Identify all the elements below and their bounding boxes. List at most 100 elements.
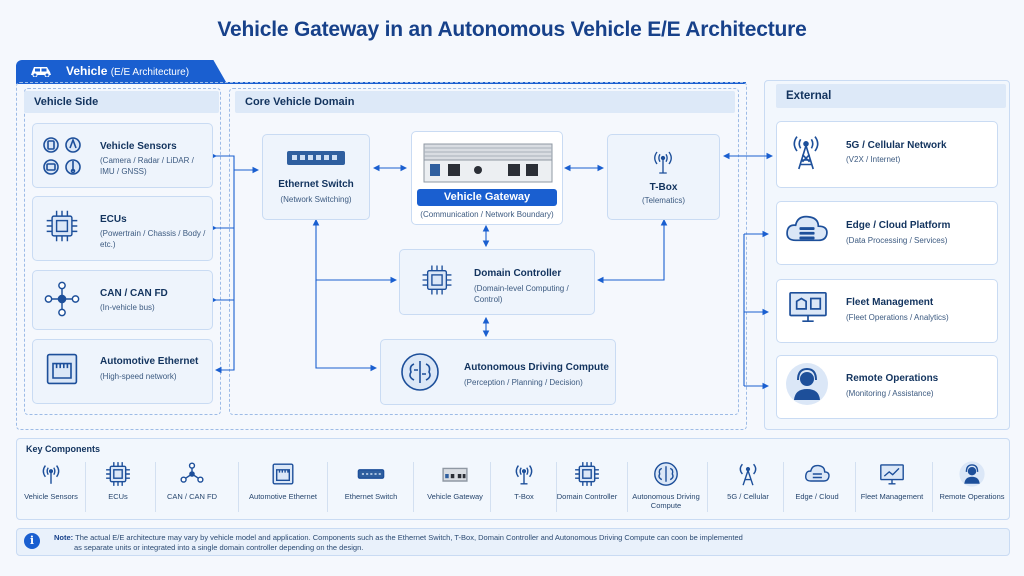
key-component-label: Domain Controller — [556, 492, 618, 501]
chip-icon — [106, 462, 130, 486]
vehicle-side-header: Vehicle Side — [24, 91, 219, 113]
cellular-title: 5G / Cellular Network — [846, 140, 947, 151]
key-component-divider — [413, 462, 414, 512]
gateway-device-icon — [442, 467, 468, 482]
external-header: External — [776, 84, 1006, 108]
key-component-divider — [327, 462, 328, 512]
note-text: Note: The actual E/E architecture may va… — [54, 533, 994, 553]
fleet-title: Fleet Management — [846, 297, 934, 308]
page-title: Vehicle Gateway in an Autonomous Vehicle… — [217, 18, 807, 41]
key-component-label: ECUs — [108, 492, 128, 501]
cellular-sub: (V2X / Internet) — [846, 155, 901, 164]
cloud-sub: (Data Processing / Services) — [846, 236, 948, 245]
gateway-device-icon — [423, 143, 553, 183]
vehicle-gateway-sub: (Communication / Network Boundary) — [420, 210, 554, 219]
tower-icon — [793, 136, 819, 170]
ecus-title: ECUs — [100, 214, 127, 225]
tower-icon — [739, 463, 757, 486]
vehicle-tab: Vehicle (E/E Architecture) — [16, 60, 226, 82]
chip-icon — [422, 265, 452, 295]
bus-icon — [180, 462, 204, 483]
monitor-icon — [880, 464, 904, 485]
antenna-icon — [654, 151, 672, 174]
key-component-divider — [556, 462, 557, 512]
tbox-card[interactable] — [607, 134, 720, 220]
switch-icon — [357, 469, 385, 479]
key-component-label: Vehicle Gateway — [427, 492, 483, 501]
ethernet-switch-sub: (Network Switching) — [280, 195, 352, 204]
key-component-divider — [238, 462, 239, 512]
key-component-label: Vehicle Sensors — [24, 492, 78, 501]
bus-icon — [44, 281, 80, 317]
chip-icon — [46, 210, 78, 242]
remote-ops-sub: (Monitoring / Assistance) — [846, 389, 934, 398]
key-component-divider — [707, 462, 708, 512]
key-component-label: Edge / Cloud — [795, 492, 839, 501]
ecus-sub: (Powertrain / Chassis / Body / etc.) — [100, 229, 206, 249]
ad-compute-title: Autonomous Driving Compute — [464, 362, 609, 373]
ethernet-port-icon — [272, 463, 294, 485]
key-component-divider — [155, 462, 156, 512]
can-sub: (In-vehicle bus) — [100, 303, 155, 312]
key-component-label: Ethernet Switch — [344, 492, 398, 501]
operator-icon — [786, 363, 828, 405]
core-domain-header: Core Vehicle Domain — [235, 91, 735, 113]
key-component-divider — [855, 462, 856, 512]
domain-controller-sub: (Domain-level Computing / Control) — [474, 284, 569, 304]
fleet-sub: (Fleet Operations / Analytics) — [846, 313, 949, 322]
info-icon: i — [24, 533, 40, 549]
vehicle-sensors-sub: (Camera / Radar / LiDAR / IMU / GNSS) — [100, 156, 194, 176]
key-component-label: T-Box — [514, 492, 534, 501]
note-body-2: as separate units or integrated into a s… — [74, 543, 364, 552]
cloud-icon — [786, 215, 828, 242]
cloud-title: Edge / Cloud Platform — [846, 220, 951, 231]
key-component-divider — [783, 462, 784, 512]
ethernet-switch-title: Ethernet Switch — [278, 179, 354, 190]
key-component-label: Remote Operations — [939, 492, 1005, 501]
core-domain-panel — [229, 88, 739, 415]
key-components-header: Key Components — [26, 444, 101, 454]
antenna-icon — [515, 465, 533, 485]
vehicle-architecture-panel — [16, 82, 747, 430]
vehicle-tab-sub: (E/E Architecture) — [110, 67, 190, 78]
vehicle-gateway-label — [417, 189, 557, 206]
domain-controller-title: Domain Controller — [474, 268, 562, 279]
key-component-divider — [85, 462, 86, 512]
chip-icon — [575, 462, 599, 486]
sensor-icon — [43, 137, 81, 175]
key-component-divider — [932, 462, 933, 512]
remote-ops-title: Remote Operations — [846, 373, 939, 384]
can-title: CAN / CAN FD — [100, 288, 168, 299]
cloud-icon — [805, 464, 830, 482]
car-icon — [31, 67, 51, 77]
note-panel — [16, 528, 1010, 556]
ethernet-switch-card[interactable] — [262, 134, 370, 220]
cellular-card[interactable] — [776, 121, 998, 188]
key-component-divider — [490, 462, 491, 512]
tab-underline — [16, 82, 746, 84]
monitor-icon — [789, 291, 827, 323]
operator-icon — [959, 461, 985, 487]
ethernet-port-icon — [46, 353, 78, 385]
key-component-label: CAN / CAN FD — [166, 492, 217, 501]
sensor-icon — [42, 465, 60, 484]
key-component-label: Automotive Ethernet — [249, 492, 317, 501]
vehicle-sensors-card[interactable] — [32, 123, 213, 188]
automotive-ethernet-sub: (High-speed network) — [100, 372, 177, 381]
key-component-label: 5G / Cellular — [727, 492, 769, 501]
tbox-sub: (Telematics) — [641, 196, 686, 205]
vehicle-tab-label: Vehicle — [66, 64, 108, 78]
key-component-divider — [627, 462, 628, 512]
switch-icon — [287, 151, 345, 165]
vehicle-gateway-title: Vehicle Gateway — [443, 191, 531, 203]
vehicle-sensors-title: Vehicle Sensors — [100, 141, 177, 152]
brain-icon — [401, 353, 439, 391]
ad-compute-sub: (Perception / Planning / Decision) — [464, 378, 583, 387]
note-label: Note: — [54, 533, 74, 542]
note-body: The actual E/E architecture may vary by … — [75, 533, 743, 542]
brain-icon — [654, 462, 678, 486]
key-component-label: Fleet Management — [860, 492, 924, 501]
automotive-ethernet-title: Automotive Ethernet — [100, 356, 199, 367]
tbox-title: T-Box — [649, 182, 678, 193]
